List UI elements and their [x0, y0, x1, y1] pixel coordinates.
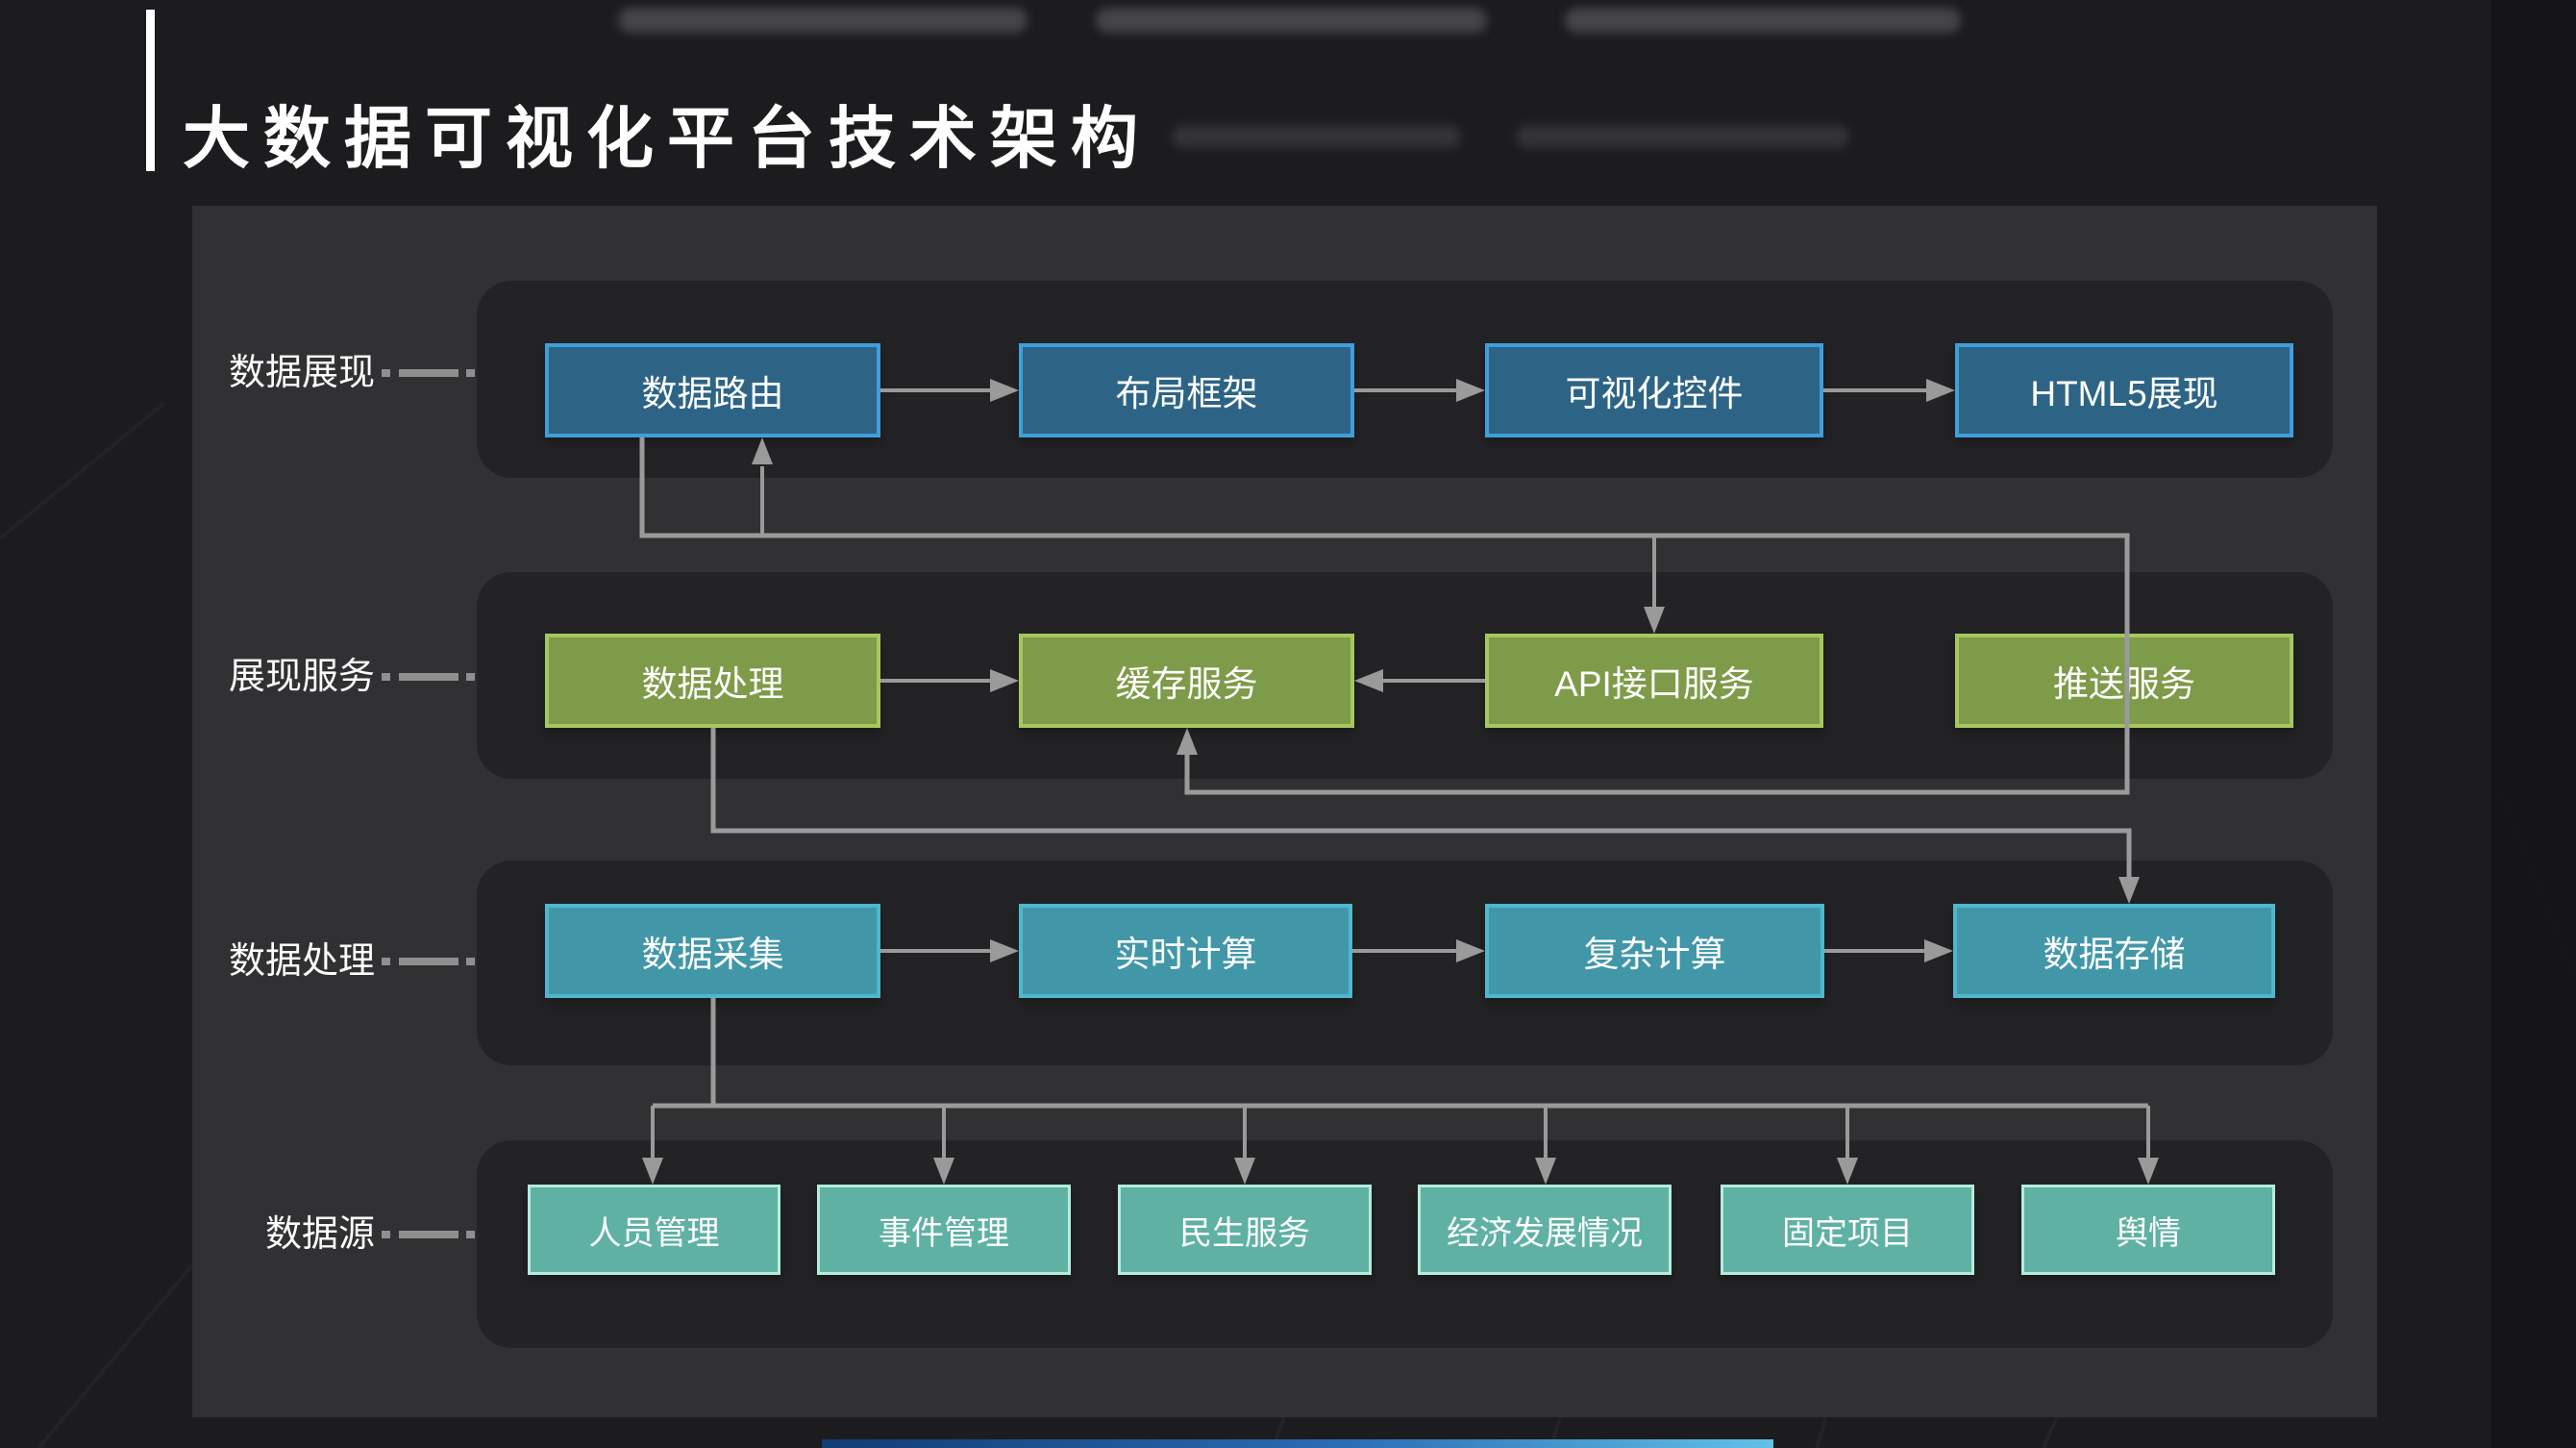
node-layout-framework: 布局框架: [1019, 343, 1354, 437]
node-data-routing: 数据路由: [545, 343, 880, 437]
lane-label-data-sources: 数据源: [264, 1214, 375, 1255]
node-economic-development: 经济发展情况: [1418, 1185, 1672, 1275]
title-accent-bar: [146, 10, 155, 171]
background-band: [2491, 0, 2576, 1448]
page-title: 大数据可视化平台技术架构: [183, 101, 1152, 176]
node-data-collection: 数据采集: [545, 904, 880, 998]
label-dash-connector: [382, 958, 476, 965]
deco-bar: [1172, 125, 1461, 148]
label-dash-connector: [382, 1231, 476, 1238]
node-html5-display: HTML5展现: [1955, 343, 2293, 437]
label-dash-connector: [382, 673, 476, 681]
deco-bar: [1516, 125, 1849, 148]
lane-label-presentation-services: 展现服务: [228, 657, 375, 697]
node-fixed-projects: 固定项目: [1721, 1185, 1974, 1275]
label-dash-connector: [382, 369, 476, 377]
node-personnel-management: 人员管理: [528, 1185, 780, 1275]
node-data-handling: 数据处理: [545, 634, 880, 728]
node-push-service: 推送服务: [1955, 634, 2293, 728]
deco-bar: [1565, 8, 1961, 33]
node-cache-service: 缓存服务: [1019, 634, 1354, 728]
lane-label-data-processing: 数据处理: [228, 941, 375, 982]
deco-bar: [1096, 8, 1487, 33]
node-complex-computing: 复杂计算: [1485, 904, 1824, 998]
node-api-service: API接口服务: [1485, 634, 1823, 728]
node-public-opinion: 舆情: [2021, 1185, 2275, 1275]
bottom-accent-strip: [822, 1439, 1773, 1448]
node-data-storage: 数据存储: [1953, 904, 2275, 998]
deco-bar: [618, 8, 1028, 33]
node-realtime-computing: 实时计算: [1019, 904, 1352, 998]
node-visualization-widgets: 可视化控件: [1485, 343, 1823, 437]
lane-label-data-presentation: 数据展现: [228, 353, 375, 393]
node-event-management: 事件管理: [817, 1185, 1071, 1275]
node-civil-services: 民生服务: [1118, 1185, 1372, 1275]
